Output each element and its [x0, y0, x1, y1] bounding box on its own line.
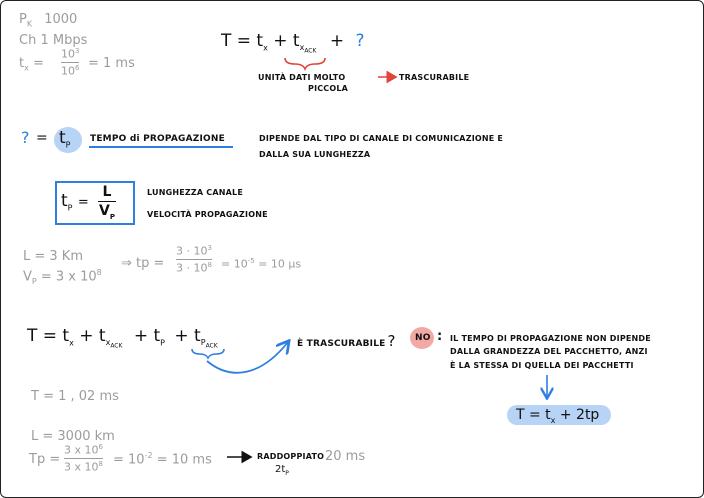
- blue-brace: [191, 348, 225, 360]
- example1-arrow: ⇒ tp =: [121, 256, 165, 271]
- example2-result: = 10-2 = 10 ms: [113, 451, 212, 468]
- doubled-value: 20 ms: [325, 449, 366, 464]
- red-brace: [284, 57, 326, 72]
- box-tp: tP =: [61, 191, 89, 213]
- example1-speed: VP = 3 x 108: [23, 268, 102, 286]
- no-highlight: [410, 327, 434, 349]
- propagation-title: TEMPO di PROPAGAZIONE: [90, 134, 225, 144]
- result-highlight: [507, 405, 611, 425]
- formula-total-time: T = tx + txACK + ?: [221, 31, 365, 55]
- example1-length: L = 3 Km: [23, 249, 83, 264]
- example2-tp: Tp =: [29, 452, 61, 467]
- answer-line-3: È LA STESSA DI QUELLA DEI PACCHETTI: [450, 361, 634, 370]
- no-colon: :: [437, 329, 443, 344]
- box-fraction: L VP: [98, 184, 116, 222]
- note-small-unit-2: PICCOLA: [308, 84, 349, 93]
- label-channel-length: LUNGHEZZA CANALE: [147, 188, 244, 197]
- tx-fraction: 103 106: [61, 47, 80, 78]
- propagation-desc-2: DALLA SUA LUNGHEZZA: [259, 150, 371, 159]
- doubled-label: RADDOPPIATO: [257, 452, 325, 461]
- answer-line-2: DALLA GRANDEZZA DEL PACCHETTO, ANZI: [450, 347, 648, 356]
- example1-fraction: 3 · 103 3 · 108: [176, 244, 212, 275]
- question-mark: ?: [21, 128, 30, 147]
- note-negligible: TRASCURABILE: [399, 73, 470, 82]
- propagation-desc-1: DIPENDE DAL TIPO DI CANALE DI COMUNICAZI…: [259, 134, 504, 143]
- example2-length: L = 3000 km: [31, 429, 115, 444]
- example1-result: = 10-5 = 10 µs: [221, 257, 302, 271]
- no-answer: NO: [415, 333, 431, 343]
- packet-size-line: PK 1000: [19, 12, 78, 29]
- label-propagation-speed: VELOCITÀ PROPAGAZIONE: [147, 210, 268, 219]
- equals-sign: =: [36, 130, 48, 146]
- doubled-under: 2tP: [275, 464, 289, 477]
- result-formula: T = tx + 2tp: [516, 407, 600, 425]
- tp-highlight: [54, 127, 82, 153]
- blue-curve-arrow: [206, 342, 288, 374]
- tx-label: tx =: [19, 56, 44, 73]
- tp-formula-box: [55, 181, 135, 225]
- formula-total-time-2: T = tx + txACK + tP + tPACK: [27, 326, 218, 350]
- example2-total: T = 1 , 02 ms: [31, 389, 119, 404]
- tp-symbol: tP: [59, 128, 71, 150]
- negligible-question: È TRASCURABILE?: [297, 332, 396, 350]
- example2-fraction: 3 x 106 3 x 108: [64, 443, 103, 474]
- answer-line-1: IL TEMPO DI PROPAGAZIONE NON DIPENDE: [450, 334, 651, 343]
- tx-result: = 1 ms: [88, 56, 135, 71]
- note-small-unit: UNITÀ DATI MOLTO: [258, 73, 346, 82]
- unknown-term: ?: [355, 31, 365, 51]
- channel-speed-line: Ch 1 Mbps: [19, 33, 88, 48]
